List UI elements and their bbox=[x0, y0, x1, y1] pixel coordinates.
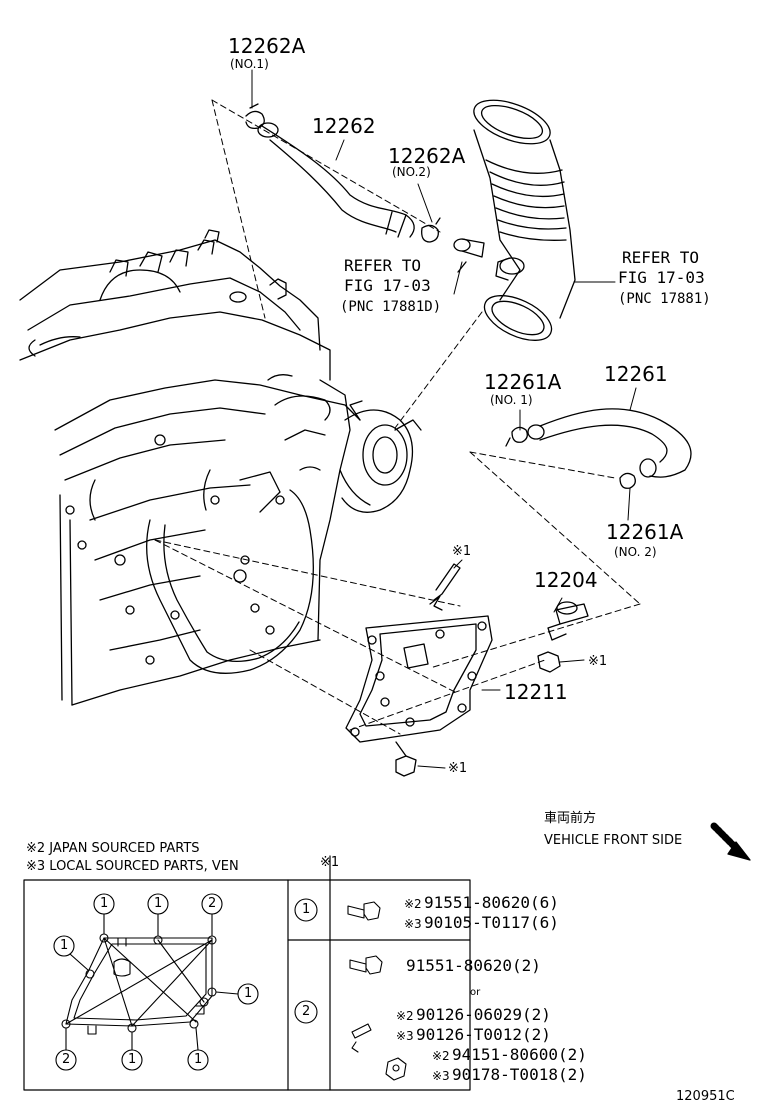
gasket-callout: 1 bbox=[100, 896, 109, 911]
diagram-code: 120951C bbox=[676, 1089, 735, 1104]
part-label-12262: 12262 bbox=[312, 114, 376, 138]
part-label-12261A-no1: 12261A bbox=[484, 370, 562, 394]
table-row1-number: 1 bbox=[302, 902, 311, 917]
gasket-callout: 1 bbox=[194, 1052, 203, 1067]
refer-right-line2: FIG 17-03 bbox=[618, 268, 705, 287]
row2-line4-mark: ※2 bbox=[432, 1049, 450, 1063]
gasket-callout: 1 bbox=[154, 896, 163, 911]
vehicle-front-label-jp: 車両前方 bbox=[544, 811, 597, 826]
sensor-12204-drawing bbox=[547, 601, 589, 641]
refer-right-line3: (PNC 17881) bbox=[618, 291, 711, 307]
cover-12211-drawing bbox=[345, 615, 493, 743]
star-label-stud: ※1 bbox=[452, 544, 472, 559]
row2-part-number-2: 90126-06029(2) bbox=[416, 1005, 551, 1024]
gasket-mini-diagram bbox=[53, 893, 318, 1071]
part-sublabel-no2: (NO.2) bbox=[392, 165, 431, 179]
gasket-callout: 2 bbox=[208, 896, 217, 911]
vehicle-front-arrow-icon bbox=[710, 822, 751, 861]
star-label-nut: ※1 bbox=[588, 654, 608, 669]
star-label-bolt: ※1 bbox=[448, 761, 468, 776]
row2-part-number-1: 91551-80620(2) bbox=[406, 956, 541, 975]
part-sublabel-12261A-no2: (NO. 2) bbox=[614, 545, 657, 559]
part-sublabel-no1: (NO.1) bbox=[230, 57, 269, 71]
part-label-12261A-no2: 12261A bbox=[606, 520, 684, 544]
gasket-callout: 1 bbox=[244, 986, 253, 1001]
hose-12261-drawing bbox=[505, 408, 692, 489]
table-row2-number: 2 bbox=[302, 1004, 311, 1019]
table-fastener-icons bbox=[347, 901, 407, 1081]
part-label-12204: 12204 bbox=[534, 568, 598, 592]
row1-part-number-2: 90105-T0117(6) bbox=[424, 913, 559, 932]
row2-line3-mark: ※3 bbox=[396, 1029, 414, 1043]
row2-part-number-3: 90126-T0012(2) bbox=[416, 1025, 551, 1044]
stud-drawing bbox=[429, 563, 461, 611]
vehicle-front-label-en: VEHICLE FRONT SIDE bbox=[544, 833, 683, 848]
part-label-12261: 12261 bbox=[604, 362, 668, 386]
note-japan-sourced: ※2 JAPAN SOURCED PARTS bbox=[26, 841, 200, 856]
row2-or: or bbox=[470, 987, 481, 998]
gasket-callout: 2 bbox=[62, 1052, 71, 1067]
part-sublabel-12261A-no1: (NO. 1) bbox=[490, 393, 533, 407]
gasket-callout: 1 bbox=[60, 938, 69, 953]
row1-part-number-1: 91551-80620(6) bbox=[424, 893, 559, 912]
row2-line2-mark: ※2 bbox=[396, 1009, 414, 1023]
refer-left-line3: (PNC 17881D) bbox=[340, 299, 442, 315]
row1-line2-mark: ※3 bbox=[404, 917, 422, 931]
note-local-sourced: ※3 LOCAL SOURCED PARTS, VEN bbox=[26, 859, 239, 874]
table-star-label: ※1 bbox=[320, 855, 340, 870]
gasket-callout: 1 bbox=[128, 1052, 137, 1067]
row2-part-number-5: 90178-T0018(2) bbox=[452, 1065, 587, 1084]
nut-drawing bbox=[537, 651, 561, 673]
row2-part-number-4: 94151-80600(2) bbox=[452, 1045, 587, 1064]
air-intake-hose-drawing bbox=[453, 99, 576, 341]
row1-line1-mark: ※2 bbox=[404, 897, 422, 911]
part-label-12262A-no2: 12262A bbox=[388, 144, 466, 168]
refer-left-line2: FIG 17-03 bbox=[344, 276, 431, 295]
fastener-table-frame bbox=[23, 855, 471, 1091]
row2-line5-mark: ※3 bbox=[432, 1069, 450, 1083]
part-label-12262A-no1: 12262A bbox=[228, 34, 306, 58]
engine-block-illustration bbox=[19, 229, 422, 706]
refer-right-line1: REFER TO bbox=[622, 248, 700, 267]
refer-left-line1: REFER TO bbox=[344, 256, 422, 275]
hose-12262-drawing bbox=[245, 103, 441, 243]
part-label-12211: 12211 bbox=[504, 680, 568, 704]
bolt-drawing bbox=[395, 741, 417, 777]
